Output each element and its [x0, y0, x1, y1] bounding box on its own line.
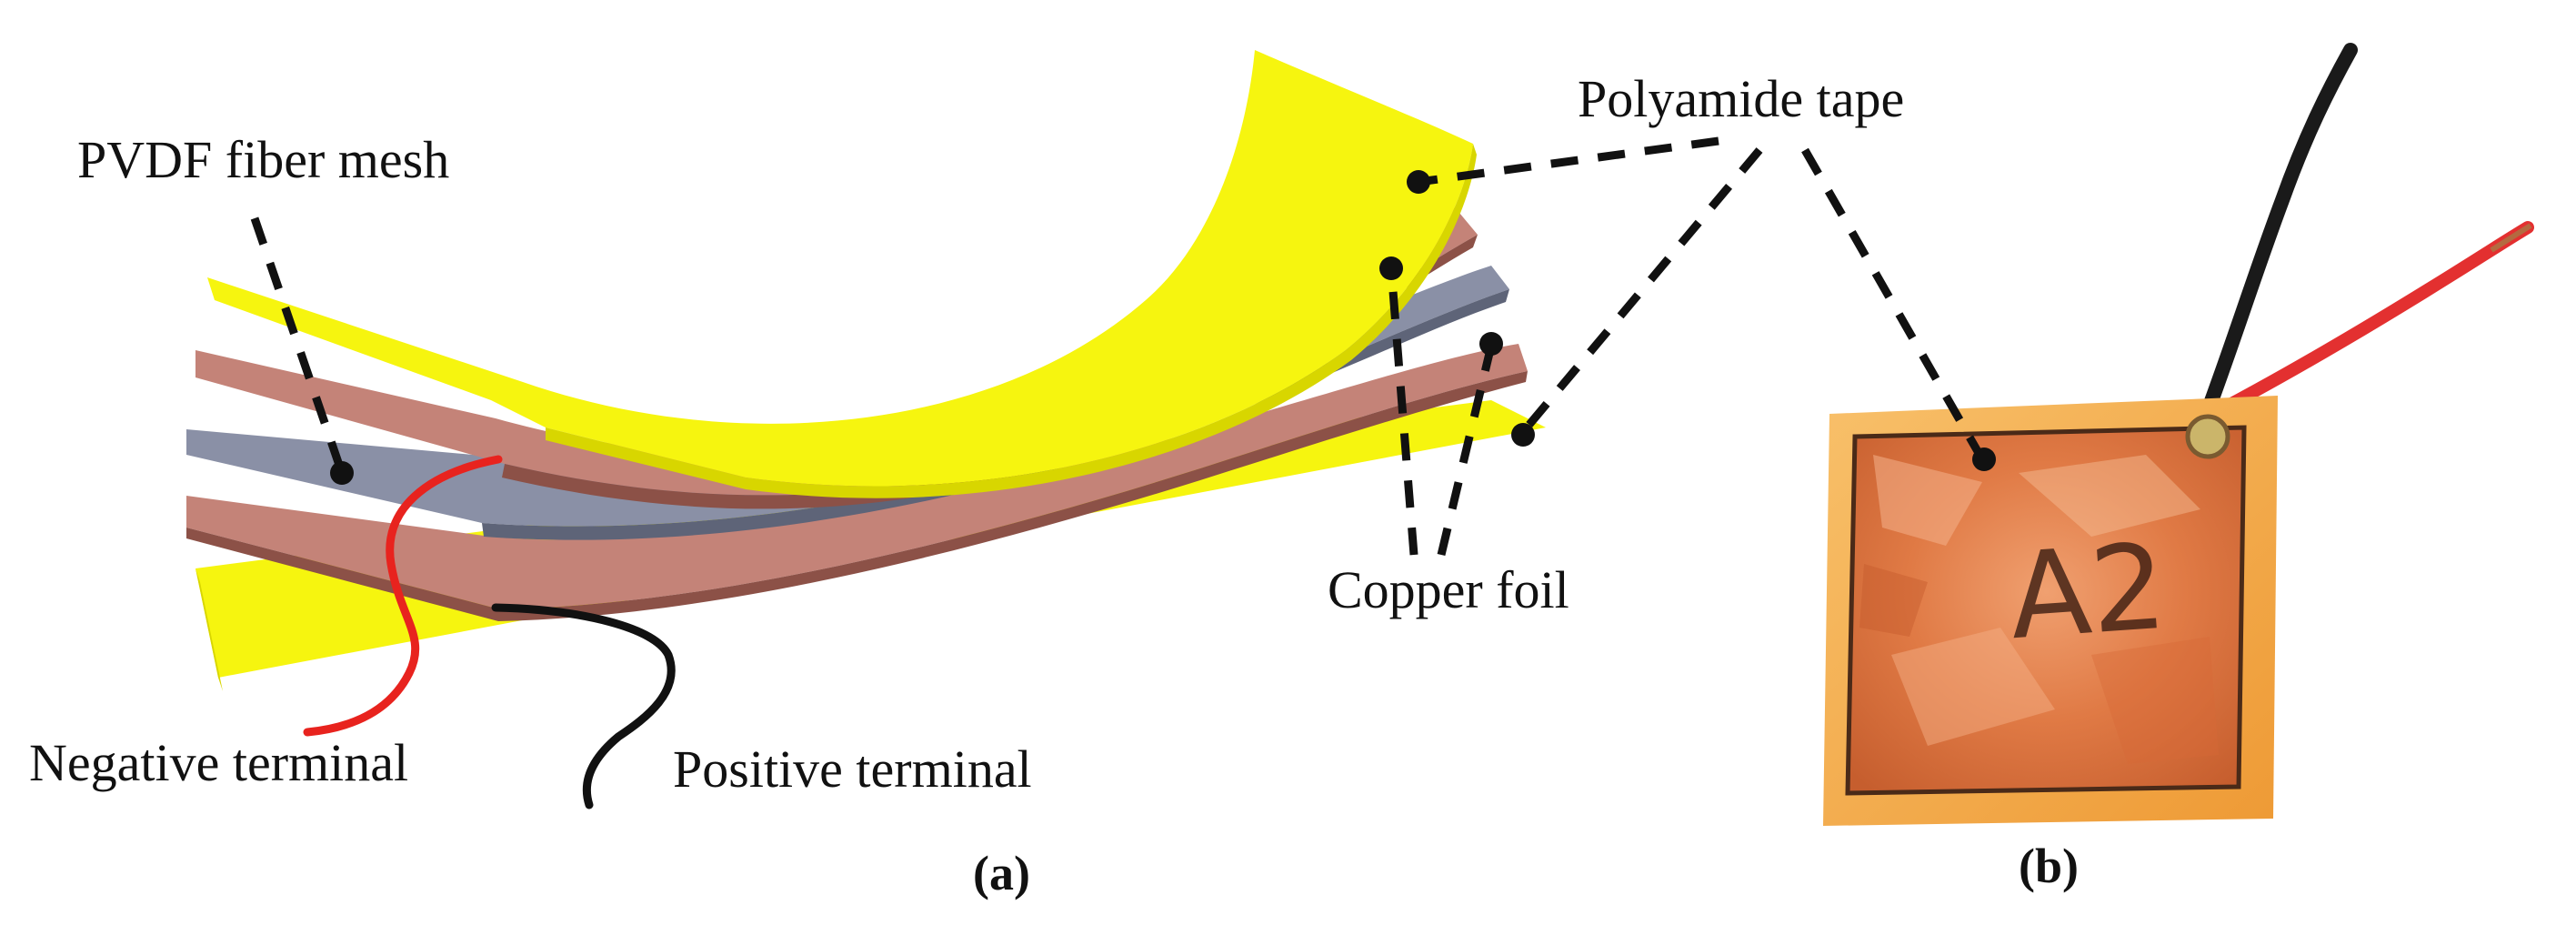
copper-label: Copper foil: [1328, 560, 1569, 619]
caption-a: (a): [973, 846, 1030, 900]
copper-bottom-dot: [1479, 332, 1503, 356]
polyamide-label: Polyamide tape: [1578, 69, 1904, 128]
copper-leader-bottom: [1437, 344, 1496, 557]
negative-terminal-wire: [303, 455, 503, 737]
positive-terminal-label: Positive terminal: [673, 739, 1032, 799]
copper-top-dot: [1379, 256, 1403, 280]
pvdf-label: PVDF fiber mesh: [77, 130, 449, 189]
polyamide-leader-bottom: [1519, 147, 1763, 435]
polyamide-bottom-dot: [1511, 423, 1535, 447]
negative-terminal-label: Negative terminal: [29, 733, 408, 792]
polyamide-leader-photo: [1801, 147, 1986, 462]
sample-photograph: A2: [1823, 43, 2534, 826]
photo-solder-joint: [2185, 414, 2230, 459]
polyamide-top-dot: [1407, 170, 1430, 194]
layer-stack-schematic: [186, 50, 1546, 809]
positive-terminal-wire: [491, 603, 676, 809]
top-polyamide-layer: [207, 50, 1477, 498]
leader-dots: [330, 170, 1996, 485]
photo-black-wire: [2198, 43, 2358, 426]
polyamide-photo-dot: [1972, 447, 1996, 471]
leader-lines: [250, 136, 1986, 557]
caption-b: (b): [2019, 839, 2079, 893]
pvdf-dot: [330, 461, 354, 485]
polyamide-leader-top: [1418, 136, 1719, 186]
copper-leader-top: [1387, 267, 1418, 556]
photo-sample-mark: A2: [2005, 518, 2170, 667]
photo-red-wire: [2194, 221, 2534, 427]
pvdf-leader: [250, 216, 346, 475]
bottom-copper-layer: [186, 344, 1528, 621]
